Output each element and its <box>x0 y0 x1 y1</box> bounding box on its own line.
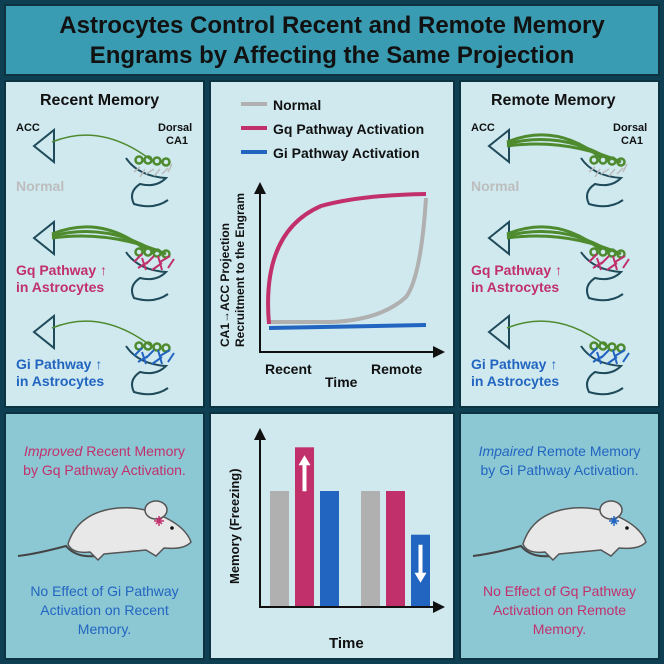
line-chart: Normal Gq Pathway Activation Gi Pathway … <box>218 97 445 390</box>
remote-effect-panel: Impaired Remote Memory by Gi Pathway Act… <box>459 412 660 660</box>
bar-normal-recent <box>270 491 289 606</box>
recent-effect-text-1: Improved Recent Memory <box>6 442 203 461</box>
legend-label-gq: Gq Pathway Activation <box>273 121 424 137</box>
ca1-label: CA1 <box>166 135 189 147</box>
bar-gi-recent <box>320 491 339 606</box>
gi-label-1: Gi Pathway ↑ <box>471 356 558 372</box>
gq-diagram <box>32 219 175 302</box>
bar-y-arrow <box>254 428 266 440</box>
title-line-1: Astrocytes Control Recent and Remote Mem… <box>59 12 605 39</box>
gi-label-2: in Astrocytes <box>471 373 560 389</box>
remote-noeffect-3: Memory. <box>532 621 587 637</box>
gq-label-1: Gq Pathway ↑ <box>16 262 108 278</box>
legend-label-gi: Gi Pathway Activation <box>273 145 420 161</box>
mouse-illustration-icon <box>472 500 647 562</box>
recent-memory-panel: Recent Memory ACC Dorsal CA1 Normal Gq P… <box>4 80 205 408</box>
gq-label-2: in Astrocytes <box>471 279 560 295</box>
acc-triangle-icon <box>32 127 173 208</box>
bar-x-arrow <box>433 601 445 613</box>
bar-y-axis-label: Memory (Freezing) <box>227 468 242 584</box>
recent-heading: Recent Memory <box>40 92 160 109</box>
y-axis-arrow <box>254 182 266 194</box>
bar-chart-panel: Memory (Freezing) Time <box>209 412 455 660</box>
gq-label-1: Gq Pathway ↑ <box>471 262 563 278</box>
y-axis-label-2: Recruitment to the Engram <box>233 193 247 347</box>
remote-memory-panel: Remote Memory ACC Dorsal CA1 Normal Gq P… <box>459 80 660 408</box>
bars <box>270 447 430 606</box>
recent-noeffect-1: No Effect of Gi Pathway <box>30 583 179 599</box>
bar-gq-remote <box>386 491 405 606</box>
normal-label: Normal <box>471 178 520 194</box>
series-gi <box>268 323 427 330</box>
recent-noeffect-3: Memory. <box>77 621 132 637</box>
title-banner: Astrocytes Control Recent and Remote Mem… <box>4 4 660 76</box>
mouse-illustration-icon <box>17 500 192 562</box>
remote-noeffect-2: Activation on Remote <box>492 602 627 618</box>
remote-noeffect-1: No Effect of Gq Pathway <box>482 583 637 599</box>
remote-effect-text-2: by Gi Pathway Activation. <box>480 462 639 478</box>
recent-brain-diagrams <box>32 127 175 396</box>
x-tick-recent: Recent <box>265 361 312 377</box>
bar-axes <box>259 440 433 608</box>
series-normal <box>269 197 428 324</box>
gq-label-2: in Astrocytes <box>16 279 105 295</box>
bar-chart: Memory (Freezing) Time <box>227 428 445 652</box>
normal-diagram <box>487 127 628 208</box>
series-gq <box>266 192 427 325</box>
recent-noeffect-2: Activation on Recent <box>40 602 169 618</box>
bar-gq-recent <box>295 447 314 606</box>
bar-normal-remote <box>361 491 380 606</box>
gi-label-2: in Astrocytes <box>16 373 105 389</box>
y-axis <box>259 194 433 353</box>
gi-label-1: Gi Pathway ↑ <box>16 356 103 372</box>
recent-effect-panel: Improved Recent Memory by Gq Pathway Act… <box>4 412 205 660</box>
gi-diagram <box>32 313 175 396</box>
normal-label: Normal <box>16 178 65 194</box>
dorsal-label: Dorsal <box>158 122 193 134</box>
x-tick-remote: Remote <box>371 361 423 377</box>
remote-heading: Remote Memory <box>491 92 616 109</box>
acc-label: ACC <box>471 122 495 134</box>
y-axis-label-1: CA1→ACC Projection <box>218 223 232 347</box>
bar-x-axis-label: Time <box>329 635 364 652</box>
recent-effect-text-2: by Gq Pathway Activation. <box>23 462 186 478</box>
recent-effect-rest: Recent Memory <box>82 443 186 459</box>
gq-diagram <box>487 219 630 302</box>
legend-label-normal: Normal <box>273 97 321 113</box>
x-axis-arrow <box>433 346 445 358</box>
acc-label: ACC <box>16 122 40 134</box>
remote-effect-rest: Remote Memory <box>533 443 641 459</box>
dorsal-label: Dorsal <box>613 122 648 134</box>
gi-diagram <box>487 313 630 396</box>
line-chart-panel: Normal Gq Pathway Activation Gi Pathway … <box>209 80 455 408</box>
title-line-2: Engrams by Affecting the Same Projection <box>89 42 575 69</box>
remote-effect-text-1: Impaired Remote Memory <box>461 442 658 461</box>
x-axis-label: Time <box>325 374 358 390</box>
ca1-label: CA1 <box>621 135 644 147</box>
impaired-word: Impaired <box>478 443 534 459</box>
remote-brain-diagrams <box>487 127 630 396</box>
improved-word: Improved <box>23 443 83 459</box>
arrow-down-icon <box>414 544 427 583</box>
arrow-up-icon <box>298 455 311 492</box>
